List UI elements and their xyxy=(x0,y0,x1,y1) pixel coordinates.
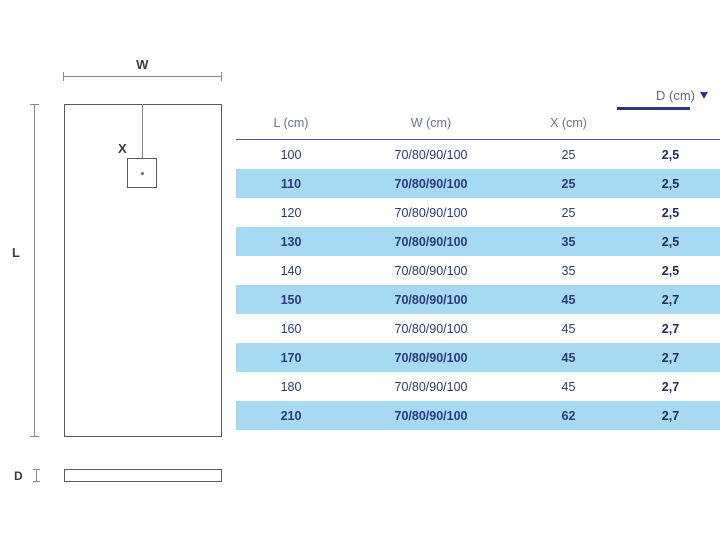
cell-length: 210 xyxy=(236,401,346,430)
depth-dimension-tick xyxy=(33,469,40,482)
cell-drain-position: 25 xyxy=(516,169,621,198)
header-depth xyxy=(621,110,720,140)
cell-drain-position: 62 xyxy=(516,401,621,430)
drain-center-point xyxy=(141,172,144,175)
cell-depth: 2,7 xyxy=(621,314,720,343)
cell-drain-position: 45 xyxy=(516,372,621,401)
cell-length: 180 xyxy=(236,372,346,401)
drain-leader-line xyxy=(142,104,144,176)
header-drain-position: X (cm) xyxy=(516,110,621,140)
cell-length: 120 xyxy=(236,198,346,227)
cell-width: 70/80/90/100 xyxy=(346,256,516,285)
header-width: W (cm) xyxy=(346,110,516,140)
cell-width: 70/80/90/100 xyxy=(346,139,516,169)
cell-length: 110 xyxy=(236,169,346,198)
cell-drain-position: 35 xyxy=(516,256,621,285)
cell-width: 70/80/90/100 xyxy=(346,169,516,198)
cell-length: 130 xyxy=(236,227,346,256)
cell-depth: 2,5 xyxy=(621,198,720,227)
cell-width: 70/80/90/100 xyxy=(346,401,516,430)
depth-legend-label: D (cm) xyxy=(656,88,695,103)
cell-drain-position: 45 xyxy=(516,314,621,343)
cell-drain-position: 25 xyxy=(516,139,621,169)
drain-position-label: X xyxy=(118,141,127,156)
length-dimension-line xyxy=(30,104,39,437)
cell-width: 70/80/90/100 xyxy=(346,372,516,401)
cell-length: 170 xyxy=(236,343,346,372)
cell-width: 70/80/90/100 xyxy=(346,198,516,227)
cell-depth: 2,5 xyxy=(621,169,720,198)
cell-length: 100 xyxy=(236,139,346,169)
cell-width: 70/80/90/100 xyxy=(346,314,516,343)
technical-drawing: W L X D xyxy=(0,0,236,540)
arrow-down-icon xyxy=(700,92,708,99)
cell-width: 70/80/90/100 xyxy=(346,227,516,256)
cell-depth: 2,7 xyxy=(621,401,720,430)
width-dimension-label: W xyxy=(136,57,149,72)
cell-width: 70/80/90/100 xyxy=(346,343,516,372)
cell-drain-position: 45 xyxy=(516,343,621,372)
cell-length: 150 xyxy=(236,285,346,314)
cell-depth: 2,7 xyxy=(621,343,720,372)
length-dimension-label: L xyxy=(12,245,20,260)
shower-tray-side-view xyxy=(64,469,222,482)
depth-legend-title-row: D (cm) xyxy=(600,88,708,103)
cell-depth: 2,5 xyxy=(621,256,720,285)
cell-length: 140 xyxy=(236,256,346,285)
cell-depth: 2,5 xyxy=(621,227,720,256)
table-header-row: L (cm) W (cm) X (cm) xyxy=(236,110,720,140)
cell-length: 160 xyxy=(236,314,346,343)
width-dimension-line xyxy=(63,72,222,81)
cell-depth: 2,5 xyxy=(621,139,720,169)
cell-width: 70/80/90/100 xyxy=(346,285,516,314)
cell-depth: 2,7 xyxy=(621,285,720,314)
cell-depth: 2,7 xyxy=(621,372,720,401)
cell-drain-position: 35 xyxy=(516,227,621,256)
depth-dimension-label: D xyxy=(14,469,24,483)
cell-drain-position: 45 xyxy=(516,285,621,314)
cell-drain-position: 25 xyxy=(516,198,621,227)
header-length: L (cm) xyxy=(236,110,346,140)
